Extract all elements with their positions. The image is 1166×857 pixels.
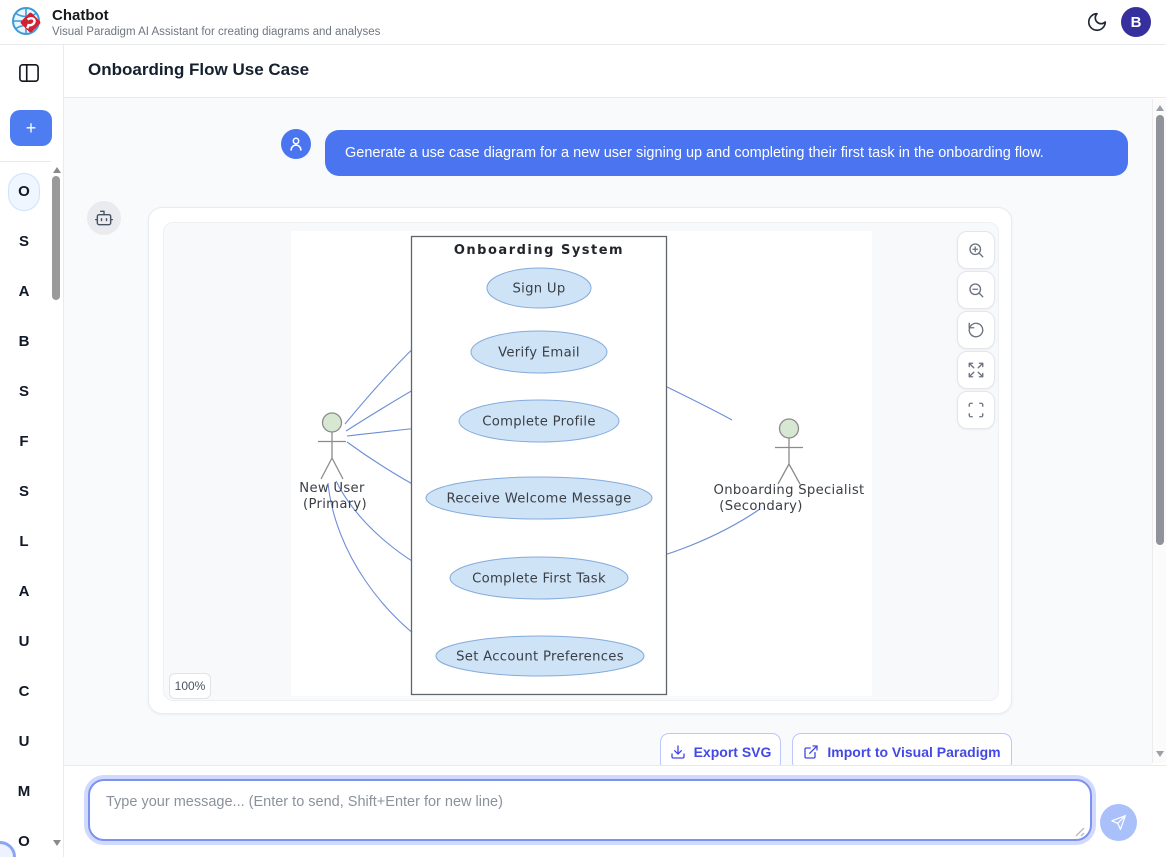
- main-scrollbar[interactable]: [1152, 99, 1166, 763]
- app-title: Chatbot: [52, 7, 109, 24]
- use-case-sign-up: Sign Up: [512, 282, 565, 297]
- sidebar-item-8[interactable]: A: [18, 583, 30, 600]
- expand-icon: [968, 362, 984, 378]
- robot-icon: [94, 210, 114, 226]
- sidebar-scrollbar[interactable]: [52, 176, 60, 300]
- use-case-set-account-preferences: Set Account Preferences: [456, 650, 624, 665]
- panel-toggle-icon: [19, 63, 39, 82]
- system-boundary-title: Onboarding System: [454, 243, 624, 258]
- use-case-complete-first-task: Complete First Task: [472, 572, 606, 587]
- page-title: Onboarding Flow Use Case: [88, 60, 310, 79]
- user-message-bubble: Generate a use case diagram for a new us…: [325, 130, 1128, 176]
- message-input[interactable]: [88, 779, 1092, 841]
- actor-onboarding-specialist: [775, 418, 803, 485]
- sidebar-scroll-up-arrow[interactable]: [53, 167, 61, 173]
- external-link-icon: [804, 745, 819, 759]
- sidebar-item-6[interactable]: S: [18, 483, 29, 500]
- expand-button[interactable]: [957, 351, 995, 389]
- sidebar-item-7[interactable]: L: [19, 533, 29, 550]
- actor-onboarding-specialist-role: (Secondary): [719, 499, 802, 514]
- actor-new-user: [318, 412, 346, 480]
- assistant-message-card: Onboarding System Sign Up Verify Email C…: [148, 207, 1012, 714]
- actor-new-user-role: (Primary): [303, 497, 367, 512]
- fullscreen-icon: [968, 402, 984, 418]
- sidebar-item-3[interactable]: B: [18, 333, 30, 350]
- visual-paradigm-logo-icon: [12, 7, 41, 35]
- use-case-nodes: Sign Up Verify Email Complete Profile Re…: [425, 267, 653, 677]
- reset-icon: [968, 322, 984, 338]
- sidebar-item-9[interactable]: U: [18, 633, 30, 650]
- top-header: Chatbot Visual Paradigm AI Assistant for…: [0, 0, 1166, 45]
- sidebar-item-11[interactable]: U: [18, 733, 30, 750]
- page-title-bar: Onboarding Flow Use Case: [64, 45, 1166, 98]
- sidebar-item-12[interactable]: M: [17, 783, 31, 800]
- sidebar-item-10[interactable]: C: [18, 683, 30, 700]
- composer-bar: [64, 765, 1166, 857]
- sidebar-item-4[interactable]: S: [18, 383, 29, 400]
- scroll-down-arrow[interactable]: [1156, 751, 1164, 757]
- sidebar-divider: [0, 161, 51, 162]
- actor-new-user-name: New User: [299, 481, 365, 496]
- scrollbar-thumb[interactable]: [1156, 115, 1164, 545]
- reset-view-button[interactable]: [957, 311, 995, 349]
- zoom-in-icon: [969, 243, 984, 258]
- moon-icon: [1087, 12, 1107, 32]
- new-chat-button[interactable]: +: [10, 110, 52, 146]
- use-case-diagram: Onboarding System Sign Up Verify Email C…: [291, 231, 872, 696]
- system-boundary: [410, 235, 668, 696]
- sidebar-toggle-button[interactable]: [16, 62, 42, 86]
- dark-mode-toggle[interactable]: [1085, 11, 1109, 35]
- user-account-avatar[interactable]: B: [1121, 7, 1151, 37]
- zoom-in-button[interactable]: [957, 231, 995, 269]
- sidebar-item-5[interactable]: F: [19, 433, 29, 450]
- user-message-avatar: [281, 129, 311, 159]
- actor-onboarding-specialist-name: Onboarding Specialist: [714, 483, 865, 498]
- person-icon: [290, 137, 302, 151]
- use-case-verify-email: Verify Email: [498, 346, 580, 361]
- app-subtitle: Visual Paradigm AI Assistant for creatin…: [52, 26, 381, 38]
- import-to-visual-paradigm-button[interactable]: Import to Visual Paradigm: [792, 733, 1012, 771]
- zoom-level-badge: 100%: [169, 673, 211, 699]
- use-case-receive-welcome-message: Receive Welcome Message: [446, 492, 631, 507]
- sidebar-item-0[interactable]: O: [8, 173, 40, 211]
- zoom-out-icon: [969, 283, 984, 298]
- paper-plane-icon: [1111, 815, 1126, 830]
- send-button[interactable]: [1100, 804, 1137, 841]
- use-case-complete-profile: Complete Profile: [482, 415, 596, 430]
- sidebar-item-13[interactable]: O: [18, 833, 30, 850]
- import-to-visual-paradigm-label: Import to Visual Paradigm: [827, 744, 1001, 760]
- fullscreen-button[interactable]: [957, 391, 995, 429]
- scroll-up-arrow[interactable]: [1156, 105, 1164, 111]
- sidebar-item-2[interactable]: A: [18, 283, 30, 300]
- sidebar-scroll-down-arrow[interactable]: [53, 840, 61, 846]
- assistant-avatar: [87, 201, 121, 235]
- export-svg-label: Export SVG: [693, 744, 772, 760]
- chat-area: Generate a use case diagram for a new us…: [64, 98, 1152, 771]
- resize-handle-icon[interactable]: [1074, 826, 1086, 838]
- zoom-out-button[interactable]: [957, 271, 995, 309]
- download-icon: [670, 745, 685, 759]
- sidebar: + O S A B S F S L A U C U M O: [0, 45, 64, 857]
- sidebar-item-1[interactable]: S: [18, 233, 29, 250]
